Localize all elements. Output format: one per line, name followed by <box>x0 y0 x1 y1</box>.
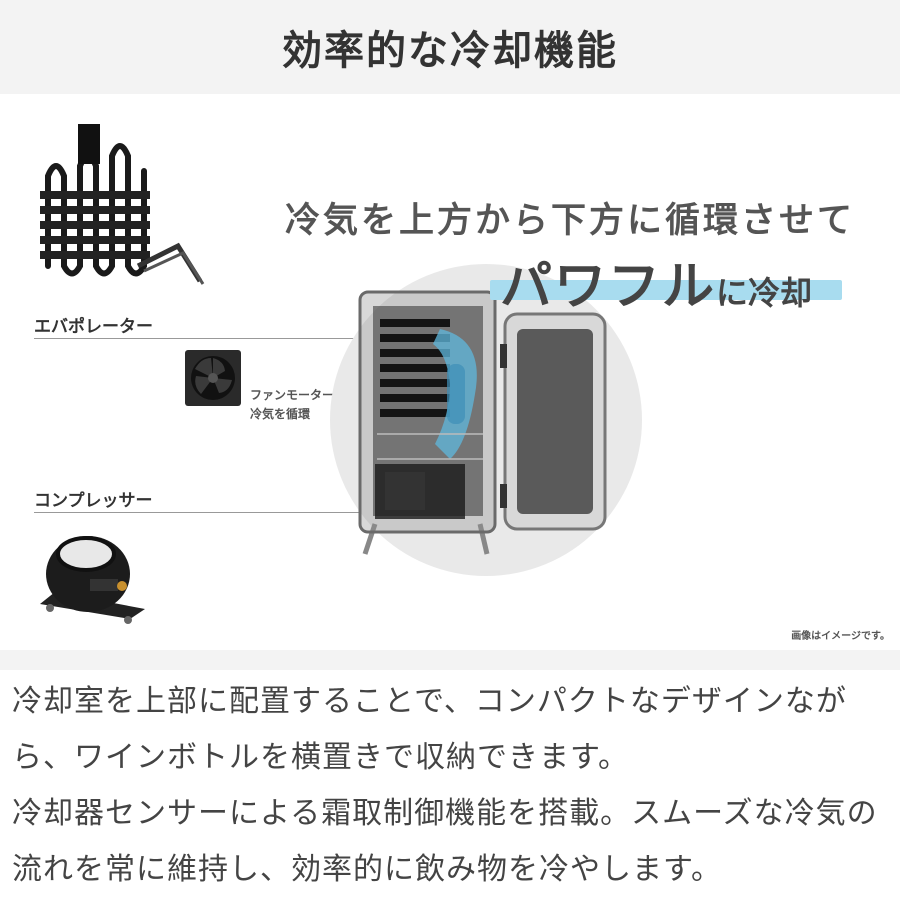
wine-fridge-image <box>358 290 607 555</box>
compressor-leader-line <box>34 512 390 513</box>
evaporator-leader-line <box>34 338 390 339</box>
headline-circulation: 冷気を上方から下方に循環させて <box>285 201 856 241</box>
fan-motor-caption: ファンモーター 冷気を循環 <box>250 386 334 424</box>
description-paragraph-2: 冷却器センサーによる霜取制御機能を搭載。スムーズな冷気の流れを常に維持し、効率的… <box>12 796 878 887</box>
page-title: 効率的な冷却機能 <box>282 28 618 74</box>
description: 冷却室を上部に配置することで、コンパクトなデザインながら、ワインボトルを横置きで… <box>12 674 897 898</box>
headline-powerful: パワフルに冷却 <box>500 244 812 319</box>
headline-emphasis: パワフル <box>500 257 717 317</box>
description-paragraph-1: 冷却室を上部に配置することで、コンパクトなデザインながら、ワインボトルを横置きで… <box>12 684 847 775</box>
fan-caption-line2: 冷気を循環 <box>250 407 311 421</box>
image-disclaimer: 画像はイメージです。 <box>791 631 890 642</box>
headline-suffix: に冷却 <box>716 274 813 312</box>
label-compressor: コンプレッサー <box>34 491 153 511</box>
label-evaporator: エバポレーター <box>34 317 153 337</box>
headline-highlight-bar <box>490 280 842 300</box>
illustration-area: エバポレーター ファンモーター 冷気を循環 コンプレッサー <box>0 94 900 650</box>
fan-caption-line1: ファンモーター <box>250 388 335 402</box>
fan-motor-image <box>185 350 241 406</box>
compressor-image <box>40 536 145 624</box>
section-divider <box>0 650 900 670</box>
header-band: 効率的な冷却機能 <box>0 0 900 94</box>
evaporator-image <box>40 124 205 285</box>
